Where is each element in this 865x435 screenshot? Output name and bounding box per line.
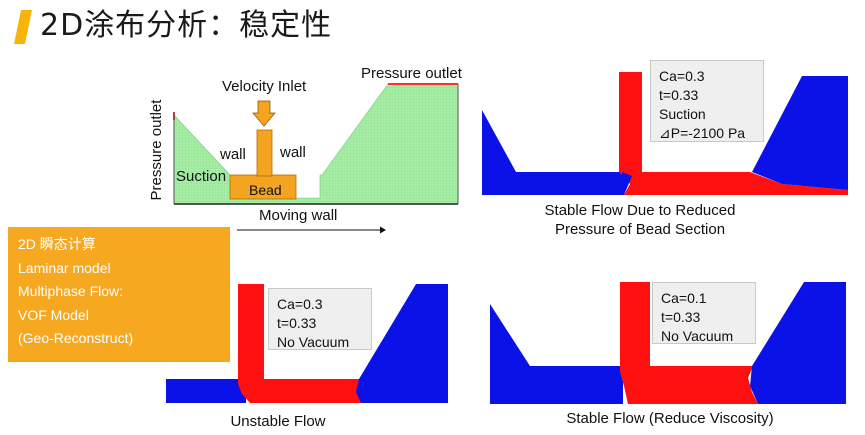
params-box-bottom-right: Ca=0.1 t=0.33 No Vacuum [652, 282, 756, 344]
suction-label: Suction [176, 168, 227, 185]
mesh-domain [173, 83, 459, 205]
page-title: 2D涂布分析：稳定性 [40, 8, 333, 43]
caption-bottom-left: Unstable Flow [230, 413, 326, 430]
simulation-bottom-left [166, 284, 448, 403]
param-line: Ca=0.3 [659, 68, 705, 84]
caption-line: Pressure of Bead Section [554, 221, 726, 238]
wall-left-label: wall [220, 146, 246, 163]
setup-line: Laminar model [18, 259, 111, 276]
param-line: ⊿P=-2100 Pa [659, 125, 746, 141]
moving-wall-label: Moving wall [259, 207, 338, 224]
wall-right-label: wall [280, 144, 306, 161]
setup-line: Multiphase Flow: [18, 283, 124, 299]
setup-line: VOF Model [18, 306, 89, 323]
bead-label: Bead [249, 182, 282, 198]
param-line: No Vacuum [277, 334, 350, 350]
simulation-top-right [482, 72, 848, 195]
param-line: Ca=0.1 [661, 290, 707, 306]
params-box-bottom-left: Ca=0.3 t=0.33 No Vacuum [268, 288, 372, 350]
param-line: t=0.33 [659, 87, 699, 103]
setup-line: 2D 瞬态计算 [18, 236, 96, 252]
velocity-inlet-label: Velocity Inlet [222, 78, 307, 95]
caption-top-right: Stable Flow Due to Reduced Pressure of B… [520, 201, 760, 239]
param-line: Suction [659, 106, 706, 122]
simulation-setup-box: 2D 瞬态计算 Laminar model Multiphase Flow: V… [8, 227, 230, 362]
param-line: t=0.33 [277, 315, 317, 331]
pressure-outlet-side-label: Pressure outlet [148, 99, 165, 201]
caption-bottom-right: Stable Flow (Reduce Viscosity) [566, 410, 774, 427]
bead-region [229, 174, 297, 200]
pressure-outlet-top-label: Pressure outlet [361, 65, 462, 82]
params-box-top-right: Ca=0.3 t=0.33 Suction ⊿P=-2100 Pa [650, 60, 764, 142]
param-line: No Vacuum [661, 328, 734, 344]
setup-line: (Geo-Reconstruct) [18, 330, 134, 346]
param-line: t=0.33 [661, 309, 701, 325]
caption-line: Stable Flow Due to Reduced [544, 202, 736, 219]
moving-wall-arrow-icon [380, 226, 386, 234]
coating-domain-schematic [173, 83, 459, 234]
velocity-inlet-arrow-icon [252, 100, 276, 127]
simulation-bottom-right [490, 282, 846, 404]
param-line: Ca=0.3 [277, 296, 323, 312]
title-accent-bar-icon [14, 10, 32, 44]
inlet-slot [256, 129, 273, 177]
